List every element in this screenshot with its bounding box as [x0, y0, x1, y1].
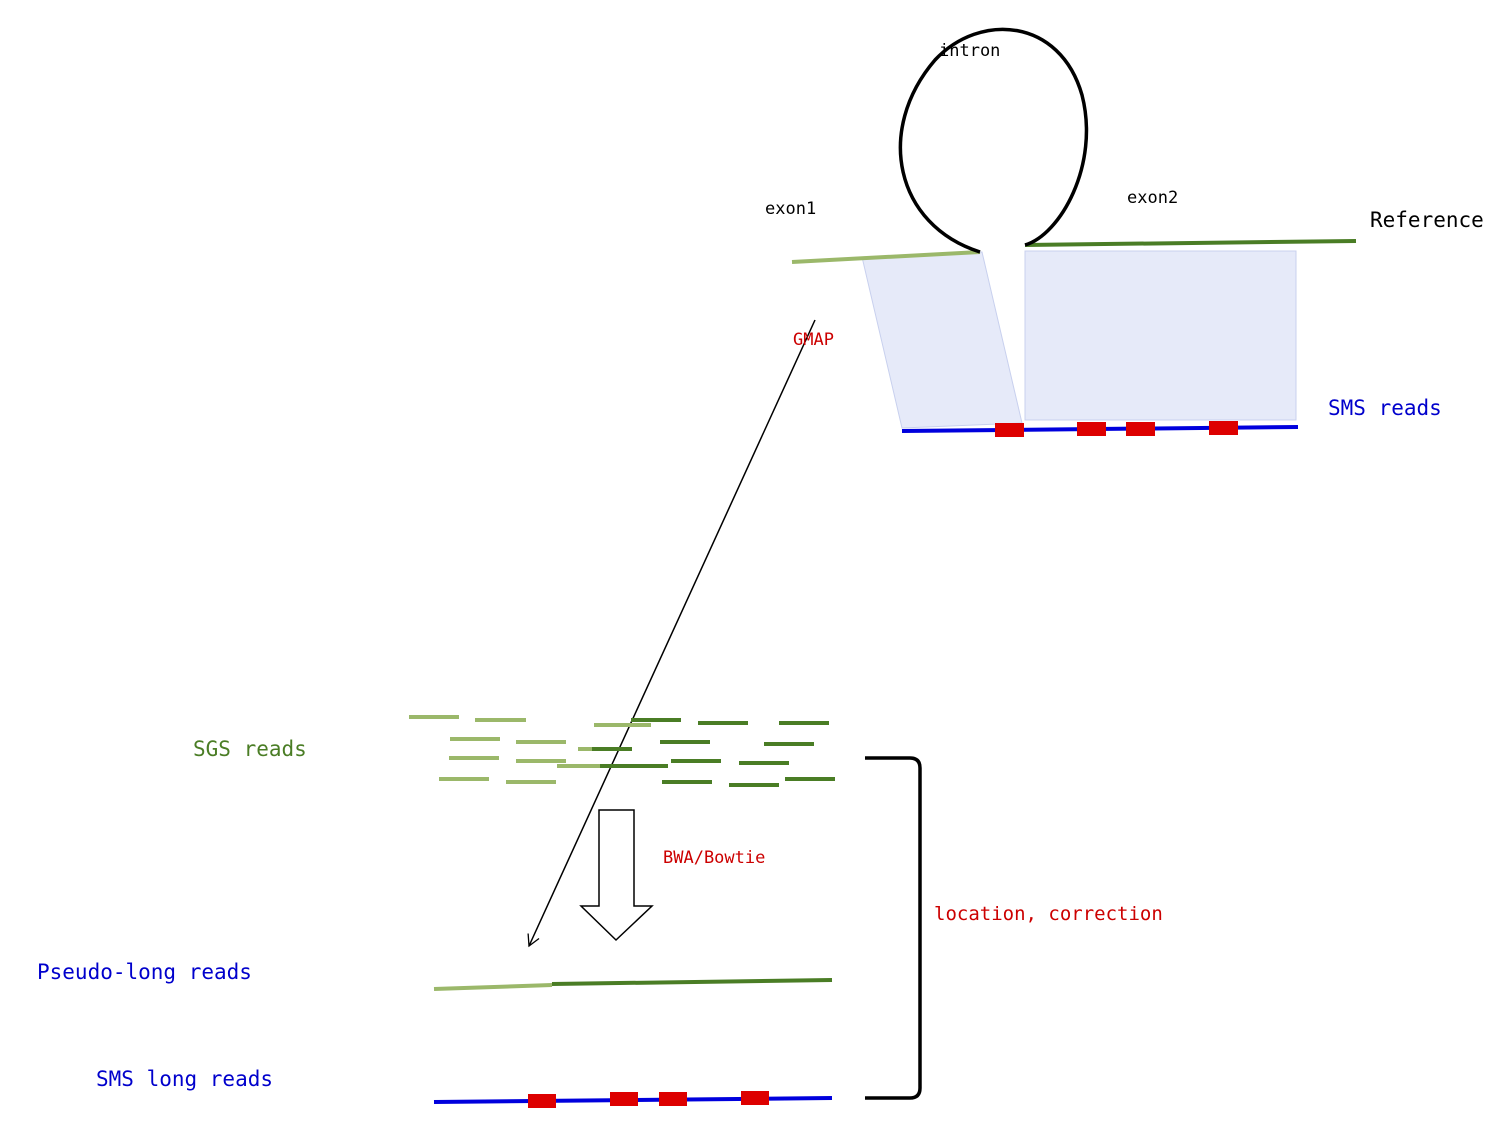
intron-loop — [898, 27, 1089, 254]
pseudo-long-reads-label: Pseudo-long reads — [37, 960, 252, 984]
bwa-bowtie-block-arrow — [579, 809, 654, 942]
sms-long-read-error-mark — [610, 1092, 638, 1106]
sms-long-reads-label: SMS long reads — [96, 1067, 273, 1091]
gmap-arrow-group: GMAP — [527, 319, 834, 948]
sms-long-reads-group: SMS long reads — [96, 1067, 833, 1108]
sgs-reads-label: SGS reads — [193, 737, 307, 761]
gmap-label: GMAP — [793, 330, 834, 350]
reference-group: intron exon1 exon2 Reference — [765, 27, 1484, 429]
sms-long-read-error-mark — [741, 1091, 769, 1105]
sgs-reads-group: SGS reads — [193, 715, 835, 787]
location-correction-group: location, correction — [865, 756, 1163, 1100]
sms-read-error-mark — [1209, 421, 1238, 435]
intron-label: intron — [939, 41, 1000, 61]
location-correction-label: location, correction — [934, 903, 1163, 925]
exon2-alignment-shade — [1024, 250, 1297, 421]
sms-read-error-mark — [1126, 422, 1155, 436]
exon1-label: exon1 — [765, 199, 816, 219]
sms-long-read-error-mark — [528, 1094, 556, 1108]
sms-read-error-mark — [995, 423, 1024, 437]
exon1-line — [791, 250, 981, 264]
exon2-line — [1024, 239, 1357, 247]
exon1-alignment-shade — [861, 251, 1023, 429]
reference-label: Reference — [1370, 208, 1484, 232]
sms-reads-group: SMS reads — [901, 396, 1442, 437]
pseudo-long-read-exon1 — [433, 983, 553, 991]
location-correction-bracket — [865, 756, 922, 1100]
bwa-bowtie-label: BWA/Bowtie — [663, 848, 765, 868]
pseudo-long-reads-group: Pseudo-long reads — [37, 960, 833, 991]
gmap-arrow — [527, 319, 816, 948]
sms-reads-label: SMS reads — [1328, 396, 1442, 420]
sms-read-error-mark — [1077, 422, 1106, 436]
pseudo-long-read-exon2 — [551, 978, 833, 986]
exon2-label: exon2 — [1127, 188, 1178, 208]
bwa-bowtie-arrow-group: BWA/Bowtie — [579, 809, 765, 942]
sms-long-read-error-mark — [659, 1092, 687, 1106]
